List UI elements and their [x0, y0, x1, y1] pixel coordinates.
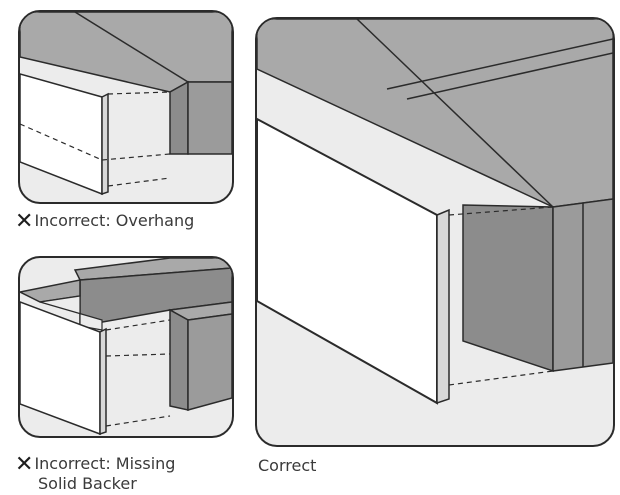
- overhang-illustration-panel: [18, 10, 234, 204]
- end-panel-edge: [99, 327, 107, 436]
- missing-backer-illustration-panel: [18, 256, 234, 438]
- hidden-line: [105, 319, 171, 331]
- correct-caption-text: Correct: [258, 456, 317, 475]
- missing-backer-caption-line2: Solid Backer: [38, 474, 137, 493]
- end-panel-face: [257, 117, 438, 405]
- partial-backer-side: [169, 308, 189, 411]
- missing-backer-illustration: [20, 258, 232, 436]
- hidden-line: [101, 153, 171, 161]
- correct-caption: Correct: [258, 456, 316, 475]
- incorrect-x-icon: ✕: [15, 452, 34, 477]
- hidden-line: [107, 91, 171, 95]
- cabinet-top-edge: [386, 38, 613, 90]
- missing-backer-caption: ✕Incorrect: Missing Solid Backer: [15, 452, 176, 494]
- cabinet-side-face: [462, 204, 554, 373]
- hidden-line: [20, 123, 103, 161]
- overhang-illustration: [20, 12, 232, 196]
- cabinet-top-edge: [74, 12, 189, 83]
- hidden-line: [107, 177, 171, 187]
- hidden-line: [105, 415, 171, 427]
- end-panel-edge: [101, 92, 109, 196]
- overhang-caption: ✕Incorrect: Overhang: [15, 209, 195, 234]
- correct-illustration-panel: [255, 17, 615, 447]
- missing-backer-caption-line1: Incorrect: Missing: [34, 454, 176, 473]
- partial-backer-front: [187, 313, 232, 411]
- cabinet-top-edge: [356, 19, 554, 208]
- hidden-line: [448, 370, 554, 386]
- cabinet-side-face: [169, 80, 189, 155]
- overhang-caption-text: Incorrect: Overhang: [34, 211, 195, 230]
- cabinet-top-edge: [406, 52, 613, 100]
- cabinet-back-top: [73, 258, 232, 281]
- cabinet-front-face: [187, 81, 232, 155]
- end-panel-edge: [436, 208, 450, 405]
- correct-illustration: [257, 19, 613, 405]
- hidden-line: [105, 353, 171, 357]
- cabinet-top: [20, 12, 232, 93]
- incorrect-x-icon: ✕: [15, 209, 34, 234]
- end-panel-face: [20, 73, 103, 196]
